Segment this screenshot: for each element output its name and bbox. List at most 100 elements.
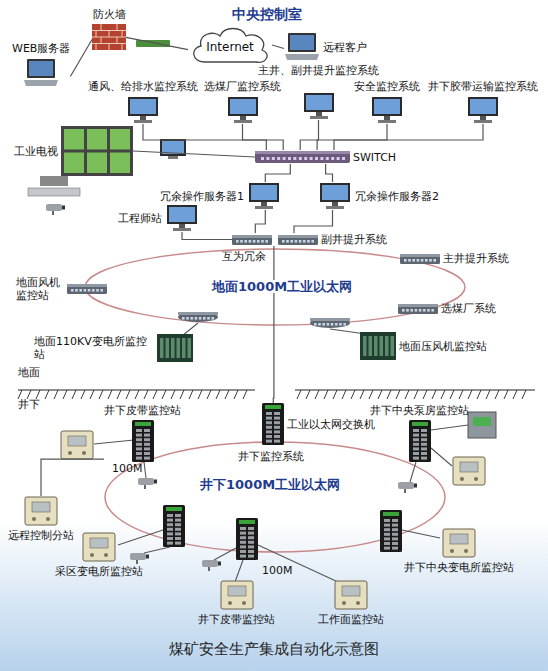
industrial-switch-icon-part bbox=[392, 542, 398, 545]
industrial-switch-icon-part bbox=[175, 532, 181, 535]
plc-rack-icon-part bbox=[157, 334, 193, 362]
ethernet-switch-icon-part bbox=[318, 323, 321, 326]
device-label: 地面110KV变电所监控站 bbox=[34, 335, 154, 361]
industrial-switch-icon-part bbox=[383, 512, 399, 516]
industrial-switch-icon-part bbox=[274, 421, 280, 424]
plc-rack-icon-part bbox=[177, 338, 181, 358]
annotation-label: 100M bbox=[112, 462, 143, 475]
redundant-switch-icon-part bbox=[265, 240, 268, 243]
firewall-icon-part bbox=[92, 24, 126, 50]
camera-icon-part bbox=[144, 485, 146, 489]
industrial-switch-icon-part bbox=[136, 447, 142, 450]
console bbox=[28, 176, 80, 196]
explosion-proof-box-icon-part bbox=[342, 601, 346, 605]
laptop-icon-part bbox=[27, 59, 55, 78]
ethernet-switch-icon bbox=[310, 318, 350, 328]
network-link bbox=[182, 232, 232, 240]
firewall-icon bbox=[92, 24, 126, 50]
industrial-switch-icon-part bbox=[409, 420, 431, 462]
explosion-proof-box-icon-part bbox=[83, 533, 115, 561]
industrial-switch-icon-part bbox=[136, 443, 142, 446]
workstation-icon-part bbox=[173, 228, 191, 231]
industrial-switch-icon-part bbox=[144, 429, 150, 432]
explosion-proof-box-icon-part bbox=[450, 549, 454, 553]
camera-icon-part bbox=[202, 560, 218, 567]
device-label: 远程控制分站 bbox=[8, 529, 74, 542]
tv-wall-icon-part bbox=[87, 129, 107, 150]
ethernet-switch-icon bbox=[178, 312, 218, 322]
camera-icon-part bbox=[130, 553, 146, 560]
network-switch-icon-part bbox=[331, 157, 334, 160]
workstation-icon-part bbox=[320, 183, 350, 202]
device-label: SWITCH bbox=[353, 151, 396, 164]
industrial-switch-icon-part bbox=[175, 519, 181, 522]
industrial-switch-icon-part bbox=[175, 537, 181, 540]
wire bbox=[118, 530, 170, 553]
plc-rack-icon-part bbox=[171, 338, 175, 358]
explosion-proof-box-icon-part bbox=[228, 601, 232, 605]
workstation-icon-part bbox=[326, 206, 344, 209]
industrial-switch-icon-part bbox=[421, 452, 427, 455]
industrial-switch-icon-part bbox=[421, 443, 427, 446]
industrial-switch-icon-part bbox=[175, 528, 181, 531]
redundant-switch-icon-part bbox=[236, 240, 239, 243]
explosion-proof-box-icon bbox=[24, 496, 58, 526]
network-switch-icon-part bbox=[337, 157, 340, 160]
camera-icon-part bbox=[208, 567, 210, 571]
industrial-switch-icon-part bbox=[421, 447, 427, 450]
ethernet-switch-icon-part bbox=[339, 323, 342, 326]
industrial-switch-icon-part bbox=[266, 421, 272, 424]
industrial-switch-icon-part bbox=[136, 438, 142, 441]
industrial-switch-icon-part bbox=[136, 452, 142, 455]
redundant-switch-icon-part bbox=[244, 240, 247, 243]
industrial-switch-icon-part bbox=[240, 545, 246, 548]
ethernet-switch-icon-part bbox=[410, 309, 413, 312]
device-node: 地面110KV变电所监控站 bbox=[34, 334, 193, 362]
ethernet-switch-icon-part bbox=[71, 289, 74, 292]
explosion-proof-box-icon bbox=[334, 580, 368, 610]
ethernet-switch-icon-part bbox=[421, 259, 424, 262]
workstation-icon-part bbox=[304, 93, 334, 112]
workstation-icon-part bbox=[306, 95, 332, 110]
device-node: 通风、给排水监控系统 bbox=[88, 80, 198, 124]
industrial-switch-icon-part bbox=[421, 434, 427, 437]
industrial-switch-icon-part bbox=[163, 505, 185, 547]
industrial-switch-icon-part bbox=[240, 527, 246, 530]
ethernet-switch-icon-part bbox=[314, 323, 317, 326]
industrial-switch-icon-part bbox=[236, 518, 258, 560]
network-switch-icon-part bbox=[272, 157, 275, 160]
network-link bbox=[265, 164, 290, 182]
control-cabinet-icon-part bbox=[468, 412, 496, 438]
network-link bbox=[133, 151, 255, 157]
industrial-switch-icon-part bbox=[412, 422, 428, 426]
industrial-switch-icon-part bbox=[413, 443, 419, 446]
ethernet-switch-icon-part bbox=[75, 289, 78, 292]
industrial-switch-icon-part bbox=[144, 452, 150, 455]
device-node: 井下中央泵房监控站 bbox=[370, 404, 469, 462]
ethernet-switch-icon-part bbox=[406, 309, 409, 312]
industrial-switch-icon-part bbox=[392, 524, 398, 527]
redundant-switch-icon-part bbox=[295, 240, 298, 243]
ethernet-switch-icon-part bbox=[412, 259, 415, 262]
annotation-label: 井下 bbox=[18, 398, 40, 411]
device-label: 工业电视 bbox=[14, 145, 58, 158]
plc-rack-icon-part bbox=[360, 332, 396, 360]
industrial-switch-icon-part bbox=[413, 429, 419, 432]
plc-rack-icon-part bbox=[374, 336, 378, 356]
industrial-switch-icon-part bbox=[413, 457, 419, 460]
device-node: 选煤厂监控系统 bbox=[204, 80, 281, 124]
redundant-switch-icon-part bbox=[290, 240, 293, 243]
industrial-switch-icon-part bbox=[144, 457, 150, 460]
explosion-proof-box-icon bbox=[220, 580, 254, 610]
industrial-switch-icon-part bbox=[167, 514, 173, 517]
network-switch-icon-part bbox=[255, 151, 350, 154]
industrial-switch-icon-part bbox=[266, 440, 272, 443]
router-device bbox=[136, 40, 170, 47]
network-switch-icon-part bbox=[283, 157, 286, 160]
ethernet-switch-icon-part bbox=[84, 289, 87, 292]
industrial-switch-icon-part bbox=[413, 447, 419, 450]
ethernet-switch-icon-part bbox=[343, 323, 346, 326]
section-heading: 井下1000M工业以太网 bbox=[200, 478, 340, 491]
workstation-icon bbox=[226, 96, 260, 124]
network-link bbox=[255, 210, 265, 233]
